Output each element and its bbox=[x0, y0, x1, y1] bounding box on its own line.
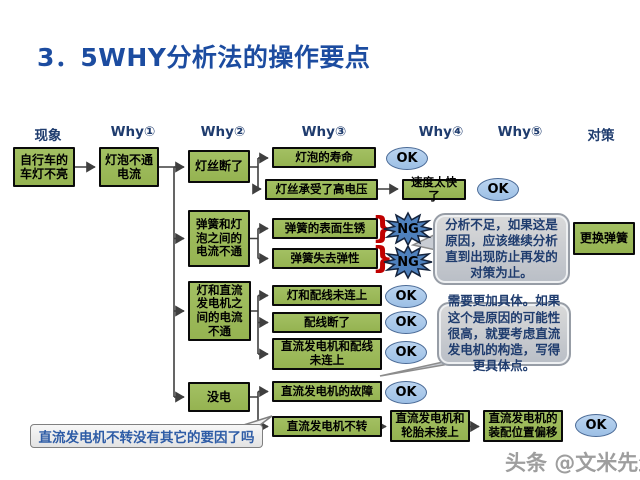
column-header-why5: Why⑤ bbox=[497, 124, 543, 140]
node-generator-wiring-not-connected: 直流发电机和配线未连上 bbox=[272, 338, 382, 370]
ok-badge-bulb-lifespan: OK bbox=[386, 147, 428, 170]
column-header-phenomenon: 现象 bbox=[34, 128, 62, 144]
callout-be-more-specific: 需要更加具体。如果这个是原因的可能性很高，就要考虑直流发电机的构造，写得更具体点… bbox=[437, 293, 571, 373]
starburst-icon bbox=[383, 244, 433, 280]
node-speed-too-fast: 速度太快了 bbox=[402, 175, 466, 202]
ok-badge-wiring-broken: OK bbox=[385, 311, 427, 334]
callout-other-causes-question: 直流发电机不转没有其它的要因了吗 bbox=[30, 424, 263, 448]
node-bulb-lifespan: 灯泡的寿命 bbox=[272, 147, 376, 168]
node-generator-position-offset: 直流发电机的装配位置偏移 bbox=[483, 410, 563, 442]
ok-badge-generator-wiring: OK bbox=[385, 341, 427, 364]
ok-badge-speed-too-fast: OK bbox=[477, 178, 519, 201]
node-filament-broken: 灯丝断了 bbox=[188, 150, 250, 183]
node-phenomenon: 自行车的车灯不亮 bbox=[13, 147, 75, 187]
ng-badge-spring-rust: NG bbox=[382, 210, 434, 248]
node-generator-failure: 直流发电机的故障 bbox=[272, 381, 382, 402]
column-header-why3: Why③ bbox=[301, 124, 347, 140]
ok-badge-lamp-wiring: OK bbox=[385, 285, 427, 308]
node-spring-surface-rust: 弹簧的表面生锈 bbox=[272, 218, 378, 239]
node-lamp-wiring-not-connected: 灯和配线未连上 bbox=[272, 285, 382, 306]
column-header-why2: Why② bbox=[200, 124, 246, 140]
watermark: 头条 @文米先生 bbox=[505, 451, 640, 475]
node-lamp-generator-no-current: 灯和直流发电机之间的电流不通 bbox=[188, 281, 251, 341]
node-replace-spring: 更换弹簧 bbox=[573, 222, 635, 255]
callout-analysis-insufficient: 分析不足，如果这是原因，应该继续分析直到出现防止再发的对策为止。 bbox=[433, 213, 570, 285]
node-spring-bulb-no-current: 弹簧和灯泡之间的电流不通 bbox=[188, 210, 250, 267]
ng-badge-spring-elasticity: NG bbox=[382, 243, 434, 281]
ng-label: NG bbox=[397, 254, 419, 270]
ok-badge-position-offset: OK bbox=[575, 414, 617, 437]
node-no-power: 没电 bbox=[188, 382, 250, 412]
red-brace-spring-elasticity: } bbox=[372, 241, 394, 276]
column-header-why1: Why① bbox=[110, 124, 156, 140]
node-generator-tire-not-connected: 直流发电机和轮胎未接上 bbox=[390, 410, 470, 442]
node-generator-not-turning: 直流发电机不转 bbox=[272, 416, 382, 437]
column-header-why4: Why④ bbox=[418, 124, 464, 140]
node-bulb-no-current: 灯泡不通电流 bbox=[99, 147, 159, 187]
node-wiring-broken: 配线断了 bbox=[272, 312, 382, 333]
column-header-countermeasure: 对策 bbox=[587, 128, 615, 144]
ng-label: NG bbox=[397, 221, 419, 237]
ok-badge-generator-failure: OK bbox=[385, 381, 427, 404]
slide-title: 3．5WHY分析法的操作要点 bbox=[37, 43, 371, 72]
node-spring-lost-elasticity: 弹簧失去弹性 bbox=[272, 248, 378, 269]
starburst-icon bbox=[383, 211, 433, 247]
node-filament-high-voltage: 灯丝承受了高电压 bbox=[265, 179, 378, 200]
